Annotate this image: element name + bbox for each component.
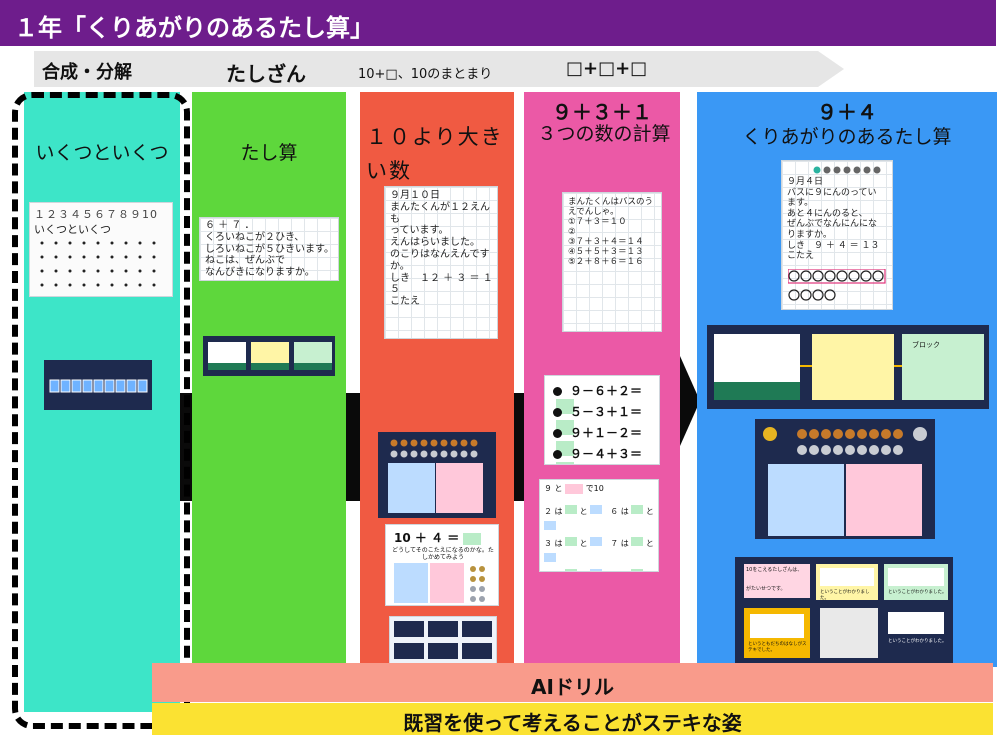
toolbar-dots bbox=[813, 166, 881, 174]
circle-counters bbox=[788, 269, 886, 301]
bus-problem-text: まんたくんはバスのう えでんしゃ。 ①７＋３＝１０ ② ③７＋３＋４＝１４ ④５… bbox=[568, 197, 654, 268]
column-composition: いくつといくつ １２３４５６７８９10 いくつといくつ bbox=[24, 92, 180, 712]
slides-thumbnail bbox=[389, 616, 497, 667]
word-problem-text: ６ ＋ ７ ． くろいねこが２ひき、 しろいねこが５ひきいます。 ねこは、ぜんぶ… bbox=[205, 220, 334, 279]
carry-coin-board bbox=[763, 427, 927, 536]
carry-flow-cards bbox=[714, 334, 984, 400]
column-title: たし算 bbox=[240, 142, 298, 164]
flow-arrowhead bbox=[680, 356, 700, 446]
ai-drill-bar: AIドリル bbox=[152, 663, 993, 702]
flow-cards-thumbnail bbox=[203, 336, 335, 376]
step-label-addition: たしざん bbox=[226, 62, 306, 86]
ten-plus-instruction: どうしてそのこたえになるのかな。たしかめてみよう bbox=[392, 547, 494, 562]
dot-sheet-thumbnail: １２３４５６７８９10 いくつといくつ bbox=[29, 202, 173, 297]
page-title: １年「くりあがりのあるたし算」 bbox=[14, 14, 374, 42]
motto-label: 既習を使って考えることがステキな姿 bbox=[403, 711, 742, 735]
bus-problem-thumbnail: まんたくんはバスのう えでんしゃ。 ①７＋３＝１０ ② ③７＋３＋４＝１４ ④５… bbox=[562, 192, 662, 332]
decomposition-thumbnail: ９ と で10 ２ は と ６ は と ３ は と ７ は と ４ は と ８ … bbox=[539, 479, 659, 572]
column-addition: たし算 ６ ＋ ７ ． くろいねこが２ひき、 しろいねこが５ひきいます。 ねこは… bbox=[192, 92, 346, 667]
bus-carry-problem-text: ９月４日 バスに９にんのってい ます。 あと４にんのると、 ぜんぶでなんにんにな… bbox=[787, 177, 880, 262]
coin-board-thumbnail bbox=[378, 432, 496, 518]
column-carry-addition: ９＋４ くりあがりのあるたし算 ９月４日 バスに９にんのってい ます。 あと４に… bbox=[697, 92, 997, 667]
highlight-frame bbox=[12, 92, 190, 729]
reflection-prompt-card: 10をこえるたしざんは、 がたいせつです。 bbox=[744, 564, 810, 598]
reflection-card: ということがわかりました。 bbox=[884, 564, 948, 600]
bus-carry-problem-thumbnail: ９月４日 バスに９にんのってい ます。 あと４にんのると、 ぜんぶでなんにんにな… bbox=[781, 160, 893, 310]
title-bar: １年「くりあがりのあるたし算」 bbox=[0, 0, 996, 46]
carry-flow-cards-thumbnail: ブロック bbox=[707, 325, 989, 409]
equation-list-thumbnail: ９－６＋２＝ ５－３＋１＝ ９＋１－２＝ ９－４＋３＝ bbox=[544, 375, 660, 465]
reflection-card: ということがわかりました。 bbox=[816, 564, 878, 601]
slide-grid bbox=[394, 621, 492, 659]
equation-row: ５－３＋１＝ bbox=[553, 403, 659, 435]
ai-drill-label: AIドリル bbox=[531, 675, 614, 699]
number-tiles bbox=[49, 379, 148, 393]
dot-sheet-header: １２３４５６７８９10 bbox=[34, 208, 158, 221]
tile-row-thumbnail bbox=[44, 360, 152, 410]
dot-sheet-title: いくつといくつ bbox=[34, 223, 111, 236]
step-label-ten-plus: 10+□、10のまとまり bbox=[358, 67, 493, 82]
equation-row: ９－４＋３＝ bbox=[553, 445, 659, 464]
dot-grid bbox=[40, 241, 156, 287]
reflection-card: ということがわかりました。 bbox=[884, 608, 948, 658]
step-label-synthesis: 合成・分解 bbox=[42, 62, 132, 83]
reflection-card: というともだちのはなしがステキでした。 bbox=[744, 608, 810, 658]
ten-plus-thumbnail: 10 ＋ ４ ＝ どうしてそのこたえになるのかな。たしかめてみよう bbox=[385, 524, 499, 606]
carry-coin-board-thumbnail bbox=[755, 419, 935, 539]
column-numbers-over-ten: １０より大きい数 ９月１０日 まんたくんが１２えんも っています。 えんはらいま… bbox=[360, 92, 514, 667]
decomposition-header: ９ と で10 bbox=[544, 483, 604, 494]
ten-plus-board bbox=[394, 563, 485, 603]
step-arrow bbox=[34, 51, 844, 87]
motto-bar: 既習を使って考えることがステキな姿 bbox=[152, 703, 993, 735]
money-problem-thumbnail: ９月１０日 まんたくんが１２えんも っています。 えんはらいました。 のこりはな… bbox=[384, 186, 498, 339]
column-number: ９＋４ bbox=[817, 100, 877, 124]
column-title: くりあがりのあるたし算 bbox=[742, 126, 952, 148]
money-problem-text: ９月１０日 まんたくんが１２えんも っています。 えんはらいました。 のこりはな… bbox=[390, 190, 493, 308]
step-label-three-numbers: □+□+□ bbox=[566, 58, 648, 79]
column-number: ９＋３＋１ bbox=[552, 100, 652, 124]
ten-plus-equation: 10 ＋ ４ ＝ bbox=[394, 529, 482, 546]
column-title: １０より大きい数 bbox=[366, 125, 504, 183]
decomposition-rows: ２ は と ６ は と ３ は と ７ は と ４ は と ８ は と ５ は … bbox=[544, 504, 658, 571]
block-card-label: ブロック bbox=[912, 341, 940, 349]
reflection-sheet-thumbnail: 10をこえるたしざんは、 がたいせつです。 ということがわかりました。 というこ… bbox=[735, 557, 953, 667]
word-problem-thumbnail: ６ ＋ ７ ． くろいねこが２ひき、 しろいねこが５ひきいます。 ねこは、ぜんぶ… bbox=[199, 217, 339, 281]
flow-cards bbox=[208, 342, 332, 370]
coin-board bbox=[388, 439, 483, 513]
column-three-numbers: ９＋３＋１ ３つの数の計算 まんたくんはバスのう えでんしゃ。 ①７＋３＝１０ … bbox=[524, 92, 680, 667]
column-title: ３つの数の計算 bbox=[537, 123, 671, 145]
equation-row: ９＋１－２＝ bbox=[553, 424, 659, 456]
column-title: いくつといくつ bbox=[35, 142, 169, 164]
reflection-card bbox=[820, 608, 878, 658]
